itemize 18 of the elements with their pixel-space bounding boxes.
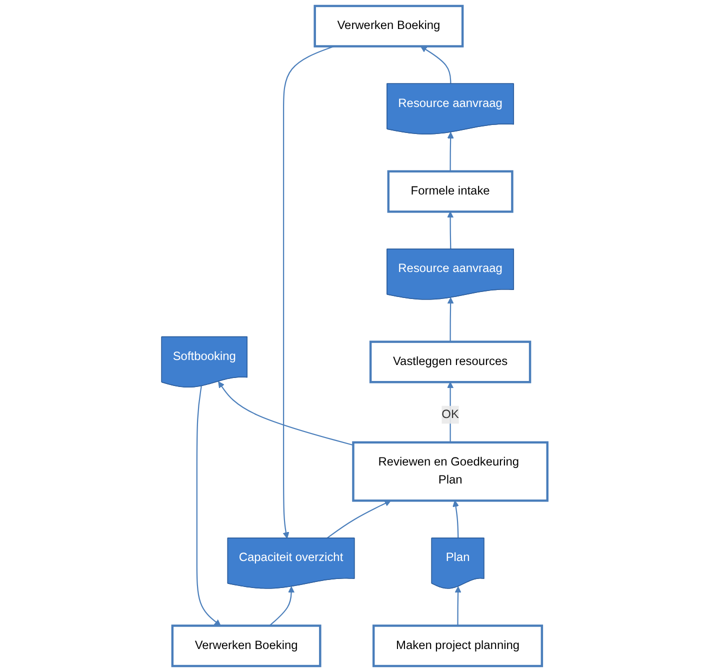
node-box: Maken project planning	[372, 624, 544, 668]
edge-label: OK	[442, 408, 459, 421]
arrow	[447, 132, 454, 172]
arrow	[326, 500, 392, 539]
arrow	[454, 586, 462, 626]
arrow	[447, 211, 454, 250]
arrow	[269, 586, 295, 626]
node-box: Verwerken Boeking	[171, 624, 322, 668]
arrow	[218, 381, 354, 446]
arrow	[447, 297, 454, 342]
node-box: Vastleggen resources	[369, 340, 532, 384]
node-box: Verwerken Boeking	[314, 4, 464, 48]
arrow	[420, 46, 452, 84]
node-box: Formele intake	[387, 170, 514, 213]
arrow	[452, 500, 460, 538]
node-box: Reviewen en Goedkeuring Plan	[352, 441, 548, 502]
arrow	[196, 386, 221, 626]
arrow	[447, 382, 454, 442]
